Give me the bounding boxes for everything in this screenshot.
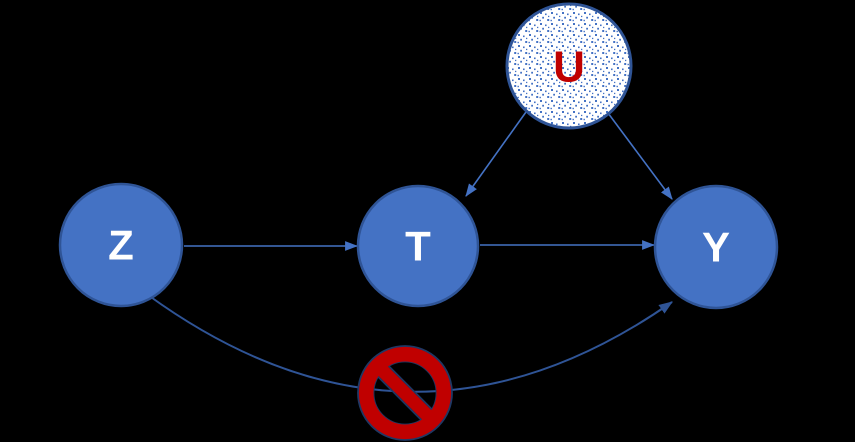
- node-y: Y: [653, 184, 779, 310]
- node-y-label: Y: [702, 224, 730, 271]
- edge-u-to-y: [607, 112, 673, 200]
- node-y-circle: [653, 184, 779, 310]
- node-z: Z: [58, 182, 184, 308]
- no-entry-icon: [357, 345, 453, 441]
- no-entry-ring: [358, 346, 452, 440]
- node-u-label: U: [553, 42, 585, 91]
- no-entry-outer-outline: [357, 345, 453, 441]
- node-t-label: T: [405, 223, 431, 270]
- node-t-circle: [356, 184, 480, 308]
- node-t: T: [356, 184, 480, 308]
- node-u: U: [505, 2, 633, 130]
- node-z-label: Z: [108, 222, 134, 269]
- no-entry-slash: [370, 358, 440, 428]
- node-u-circle: [505, 2, 633, 130]
- node-z-circle: [58, 182, 184, 308]
- edge-u-to-t: [465, 111, 527, 197]
